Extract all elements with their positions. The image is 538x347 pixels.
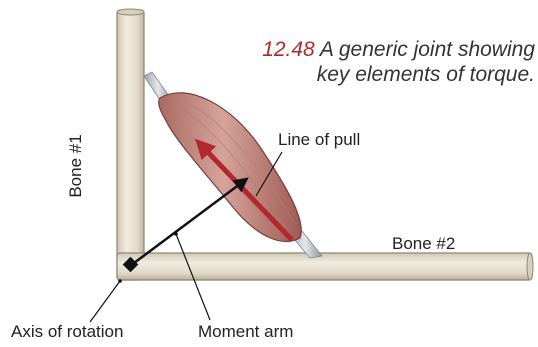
axis-of-rotation-leader-dot [118,279,122,283]
caption-line-2: key elements of torque. [317,63,535,86]
bone-1 [117,10,144,280]
moment-arm-leader-dot [174,232,178,236]
axis-of-rotation-leader [90,281,120,322]
figure-caption: 12.48 A generic joint showing key elemen… [205,37,535,87]
figure-number: 12.48 [262,38,315,61]
bone-1-end [117,9,144,15]
bone-2-label: Bone #2 [392,234,455,254]
bone-1-label: Bone #1 [66,131,86,201]
moment-arm-label: Moment arm [198,322,293,342]
bone-2-end [527,253,533,280]
muscle [144,72,322,258]
line-of-pull-label: Line of pull [278,130,360,150]
axis-of-rotation-label: Axis of rotation [11,322,123,342]
bone-2 [117,253,532,280]
caption-line-1: A generic joint showing [320,38,535,61]
